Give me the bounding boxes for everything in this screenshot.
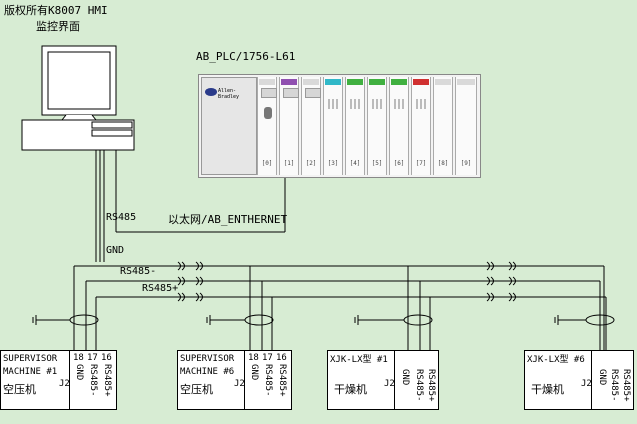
controller-module: Allen-Bradley bbox=[201, 77, 257, 175]
rs485-minus-label: RS485- bbox=[120, 266, 157, 277]
pin-rs485-minus: RS485- bbox=[263, 364, 273, 397]
pin-rs485-minus: RS485- bbox=[88, 364, 98, 397]
rack-slot-1: [1] bbox=[279, 77, 299, 175]
rack-slot-9: [9] bbox=[455, 77, 477, 175]
plc-label: AB_PLC/1756-L61 bbox=[196, 50, 296, 63]
pin-rs485-minus: RS485- bbox=[414, 369, 424, 402]
monitor-screen bbox=[47, 51, 111, 110]
device-supervisor-6: SUPERVISOR MACHINE #6 空压机 J2 18 17 16 GN… bbox=[177, 350, 292, 410]
device-supervisor-1: SUPERVISOR MACHINE #1 空压机 J2 18 17 16 GN… bbox=[0, 350, 117, 410]
slot-key-icon bbox=[264, 107, 272, 119]
rack-slot-0: [0] bbox=[257, 77, 277, 175]
gnd-label: GND bbox=[106, 245, 125, 256]
rack-slot-3: [3] bbox=[323, 77, 343, 175]
rs485-label: RS485 bbox=[106, 212, 137, 223]
rack-slot-7: [7] bbox=[411, 77, 431, 175]
controller-brand: Allen-Bradley bbox=[218, 88, 240, 100]
plc-rack: Allen-Bradley [0] [1] [2] [3] [4] [5] [6… bbox=[198, 74, 481, 178]
monitor-label: 监控界面 bbox=[36, 20, 80, 33]
allen-bradley-logo bbox=[205, 88, 217, 96]
pin-rs485-plus: RS485+ bbox=[621, 369, 631, 402]
device-dryer-1: XJK-LX型 #1 干燥机 J2 GND RS485- RS485+ bbox=[327, 350, 439, 410]
rack-slot-8: [8] bbox=[433, 77, 453, 175]
pin-gnd: GND bbox=[400, 369, 410, 386]
rack-slot-5: [5] bbox=[367, 77, 387, 175]
pin-rs485-plus: RS485+ bbox=[277, 364, 287, 397]
pin-rs485-plus: RS485+ bbox=[426, 369, 436, 402]
pin-gnd: GND bbox=[597, 369, 607, 386]
rack-slot-2: [2] bbox=[301, 77, 321, 175]
pin-gnd: GND bbox=[74, 364, 84, 381]
device-dryer-6: XJK-LX型 #6 干燥机 J2 GND RS485- RS485+ bbox=[524, 350, 634, 410]
copyright-text: 版权所有K8007 HMI bbox=[4, 4, 108, 17]
rack-slot-4: [4] bbox=[345, 77, 365, 175]
rs485-plus-label: RS485+ bbox=[142, 283, 179, 294]
pin-gnd: GND bbox=[249, 364, 259, 381]
pin-rs485-minus: RS485- bbox=[609, 369, 619, 402]
pin-rs485-plus: RS485+ bbox=[102, 364, 112, 397]
ethernet-label: 以太网/AB_ENTHERNET bbox=[168, 213, 288, 226]
rack-slot-6: [6] bbox=[389, 77, 409, 175]
